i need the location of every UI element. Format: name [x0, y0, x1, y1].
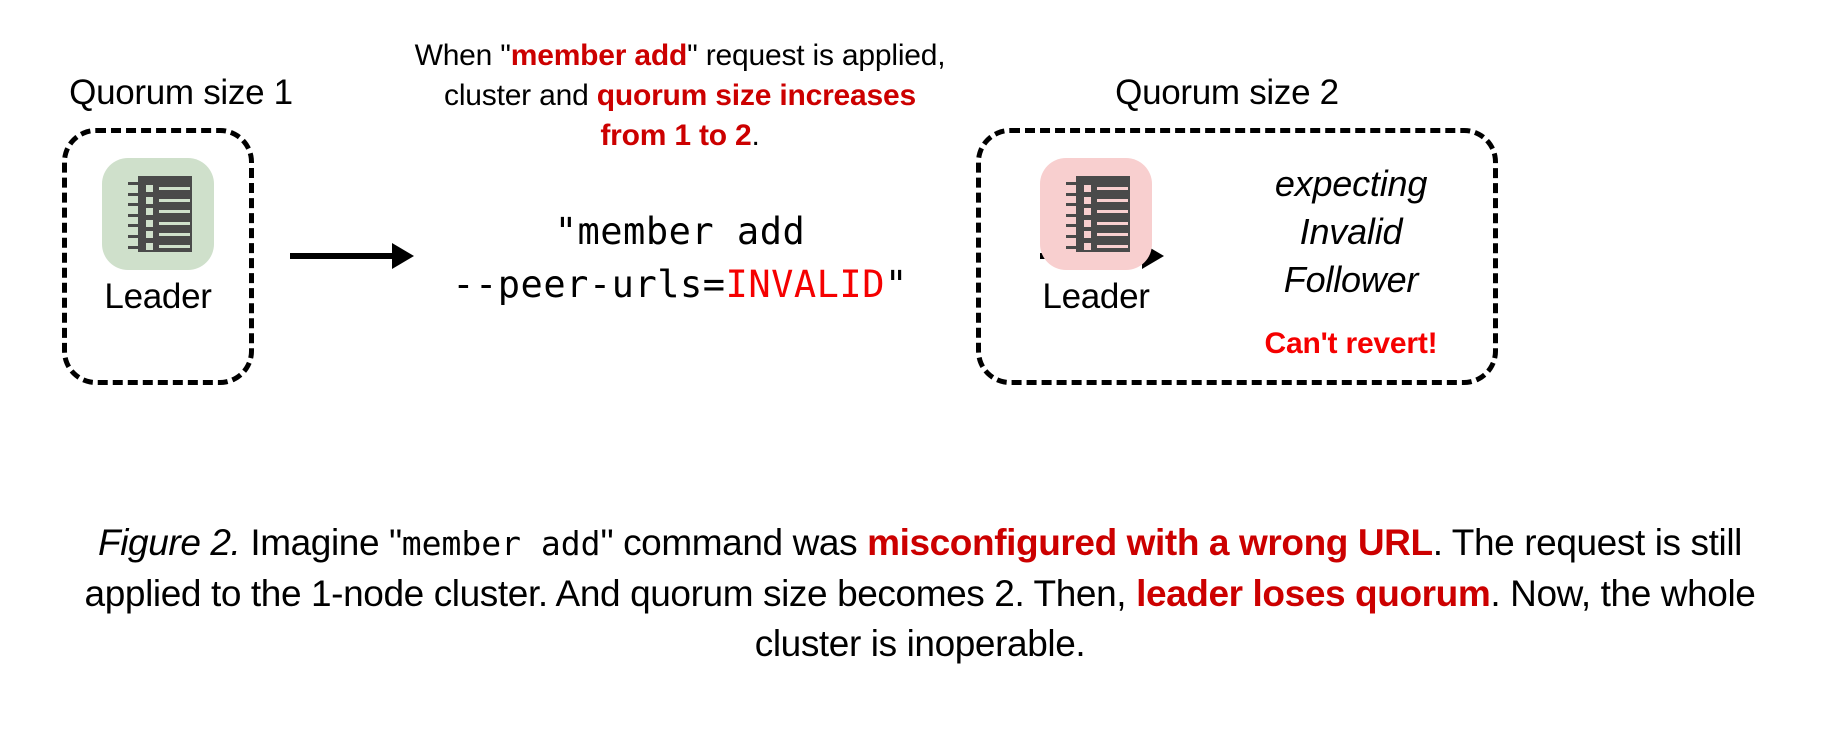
command-close-quote: "	[884, 263, 908, 306]
annotation-l1-c: " request is applied,	[687, 39, 946, 72]
ledger-rows-2	[1084, 185, 1128, 255]
arrow-right-icon	[290, 243, 414, 269]
figure-caption: Figure 2. Imagine "member add" command w…	[50, 518, 1790, 669]
ledger-rows	[146, 185, 190, 255]
annotation-line-2: cluster and quorum size increases	[388, 76, 972, 116]
caption-figure-label: Figure 2.	[98, 522, 241, 563]
cluster-box-right	[976, 128, 1498, 385]
caption-command-name: member add	[401, 524, 601, 563]
annotation-l3-b: .	[751, 119, 760, 152]
note-line-1: expecting	[1274, 163, 1428, 204]
annotation-line-3: from 1 to 2.	[388, 116, 972, 156]
command-line-2: --peer-urls=INVALID"	[430, 258, 930, 311]
node-leader-right: Leader	[1022, 158, 1170, 316]
quorum-size-left-title: Quorum size 1	[69, 73, 293, 112]
ledger-icon	[128, 176, 192, 252]
annotation-l2-a: cluster and	[444, 79, 597, 112]
cluster-box-left	[62, 128, 254, 385]
command-invalid-value: INVALID	[725, 263, 885, 306]
annotation-text: When "member add" request is applied, cl…	[388, 36, 972, 156]
annotation-l2-b: quorum size increases	[596, 79, 916, 112]
annotation-l1-a: When "	[414, 39, 511, 72]
ledger-rings	[128, 182, 144, 249]
quorum-size-right-title: Quorum size 2	[1115, 73, 1339, 112]
caption-misconfigured-emphasis: misconfigured with a wrong URL	[867, 522, 1433, 563]
caption-t1: Imagine "	[240, 522, 402, 563]
ledger-icon-2	[1066, 176, 1130, 252]
annotation-l1-b: member add	[510, 39, 688, 72]
caption-t7: . Now, the whole cluster is inoperable.	[754, 573, 1756, 664]
command-text: "member add --peer-urls=INVALID"	[430, 205, 930, 311]
command-line-1: "member add	[554, 210, 806, 253]
node-leader-left: Leader	[84, 158, 232, 316]
node-tile-pink	[1040, 158, 1152, 277]
caption-t5: . The request is still applied to the 1-…	[84, 522, 1743, 614]
annotation-l3-a: from 1 to 2	[600, 119, 752, 152]
command-flag: --peer-urls=	[452, 263, 726, 306]
invalid-follower-note: expecting Invalid Follower	[1222, 160, 1480, 304]
caption-t3: " command was	[600, 522, 868, 563]
caption-lose-quorum-emphasis: leader loses quorum	[1136, 573, 1491, 614]
note-line-2: Invalid	[1299, 211, 1403, 252]
note-line-3: Follower	[1283, 259, 1419, 300]
node-label-leader-left: Leader	[104, 277, 212, 316]
cant-revert-warning: Can't revert!	[1264, 327, 1438, 360]
node-label-leader-right: Leader	[1042, 277, 1150, 316]
node-tile-green	[102, 158, 214, 277]
ledger-rings-2	[1066, 182, 1082, 249]
annotation-line-1: When "member add" request is applied,	[388, 36, 972, 76]
